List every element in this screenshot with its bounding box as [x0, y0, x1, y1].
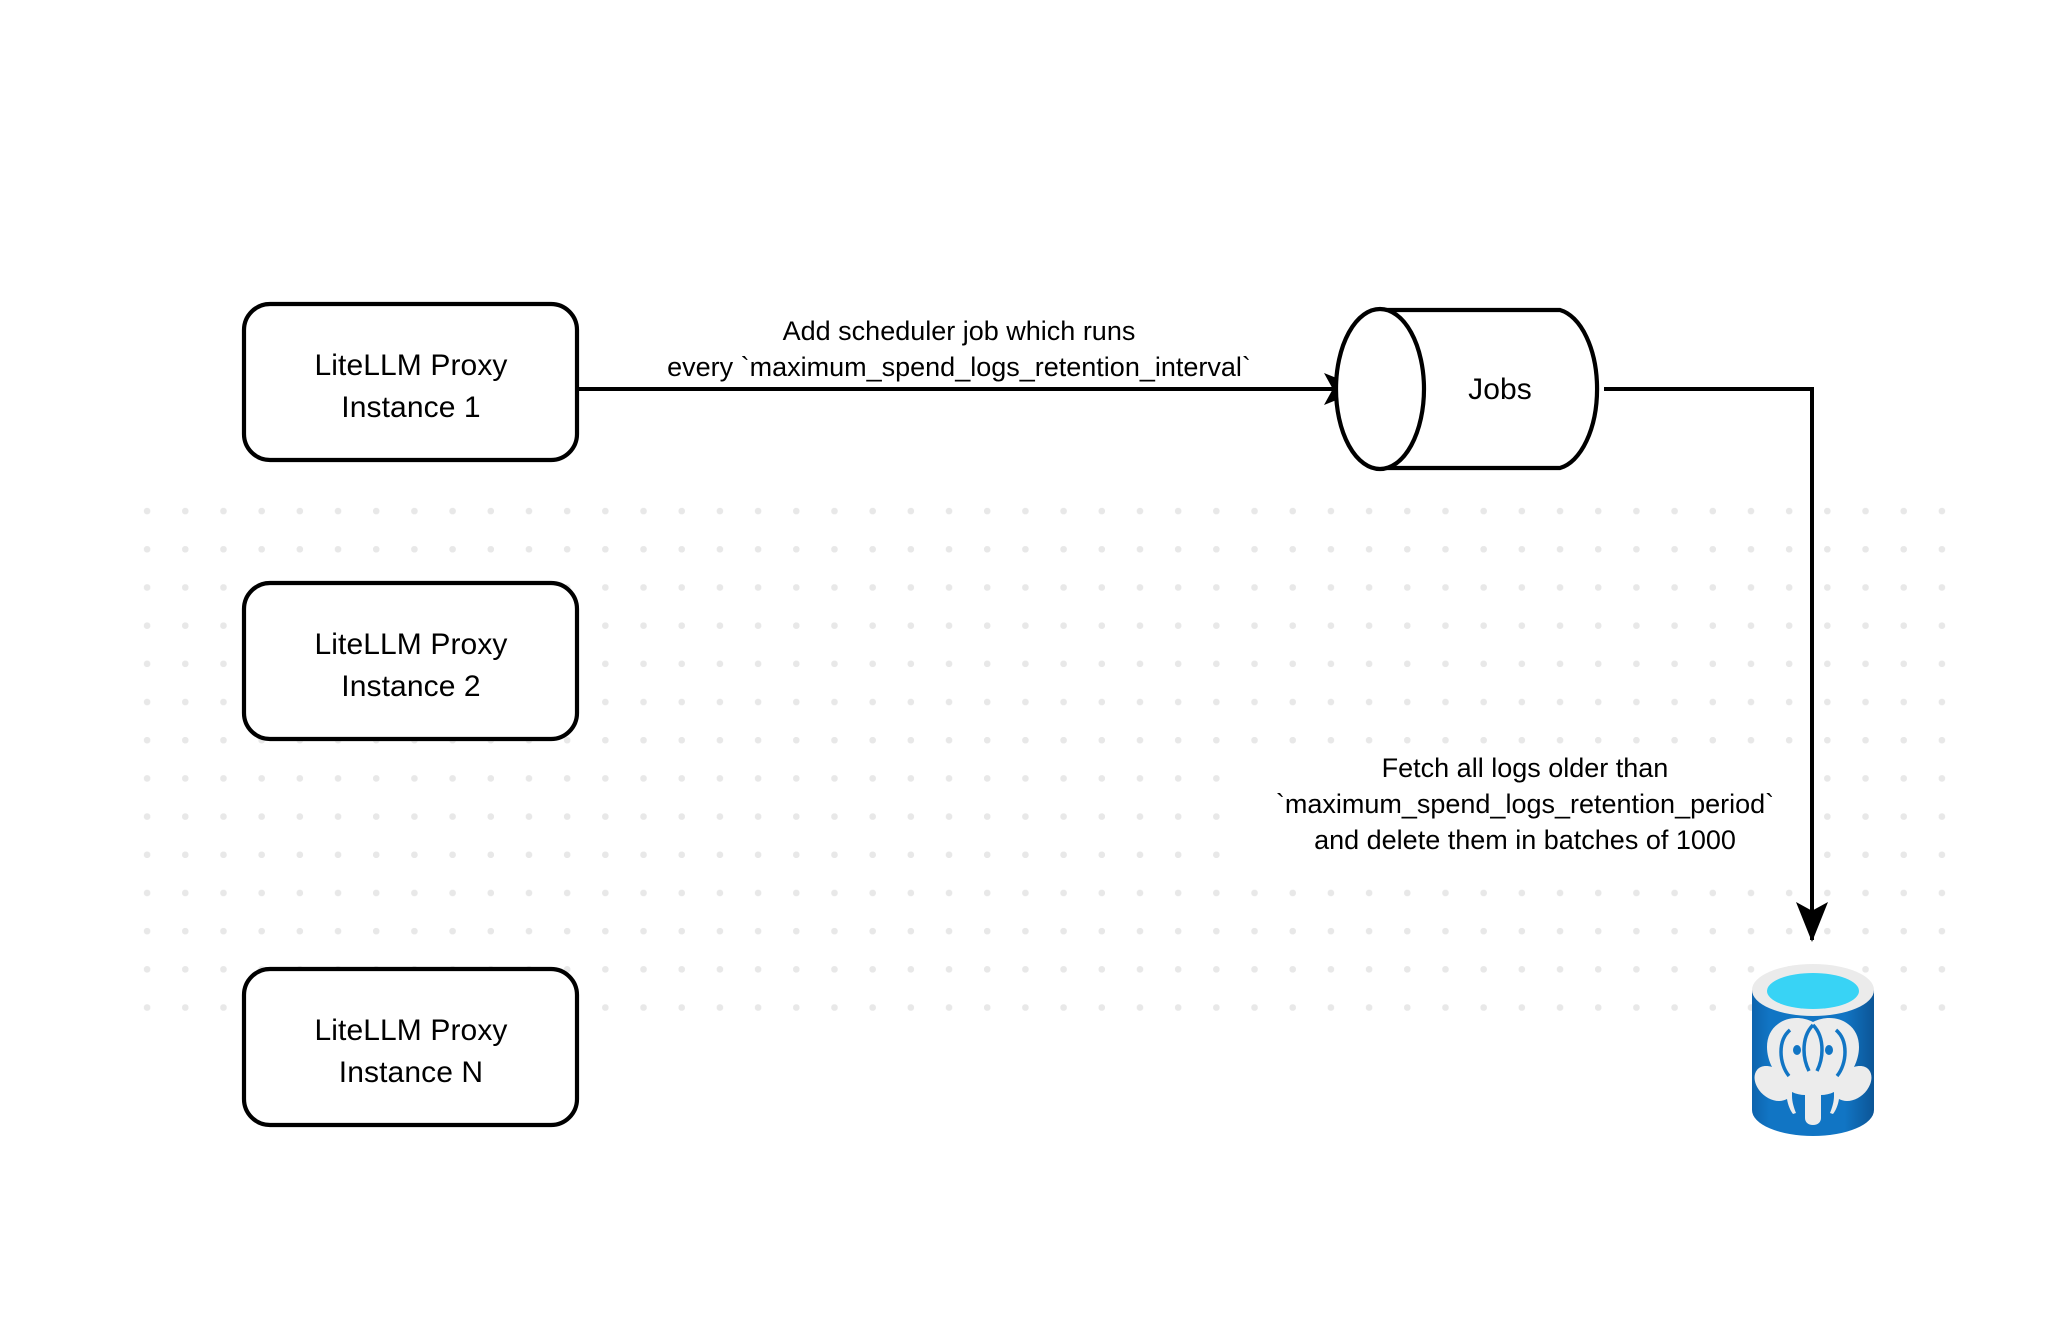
edge-scheduler-label: Add scheduler job which runs every `maxim…: [604, 313, 1314, 385]
node-proxy-instance-2[interactable]: [241, 580, 580, 742]
edge-delete-logs-label-line3: and delete them in batches of 1000: [1314, 825, 1736, 855]
node-postgres-database[interactable]: [1752, 964, 1874, 1136]
postgres-elephant-eyes: [1793, 1045, 1833, 1055]
edge-scheduler-label-line1: Add scheduler job which runs: [782, 316, 1136, 346]
node-jobs-cylinder-cap: [1333, 306, 1427, 472]
postgresql-elephant-icon: [1754, 1018, 1872, 1125]
edge-delete-logs-label: Fetch all logs older than `maximum_spend_…: [1245, 750, 1805, 858]
postgres-cylinder-top-fill: [1767, 973, 1859, 1009]
edge-delete-logs-label-line1: Fetch all logs older than: [1381, 753, 1669, 783]
edge-delete-logs-line: [1604, 387, 1828, 942]
node-proxy-instance-1[interactable]: [241, 301, 580, 463]
postgres-elephant-detail: [1779, 1023, 1847, 1078]
node-proxy-instance-n[interactable]: [241, 966, 580, 1128]
edge-scheduler-label-line2: every `maximum_spend_logs_retention_inte…: [667, 352, 1251, 382]
edge-delete-logs-label-line2: `maximum_spend_logs_retention_period`: [1275, 789, 1775, 819]
